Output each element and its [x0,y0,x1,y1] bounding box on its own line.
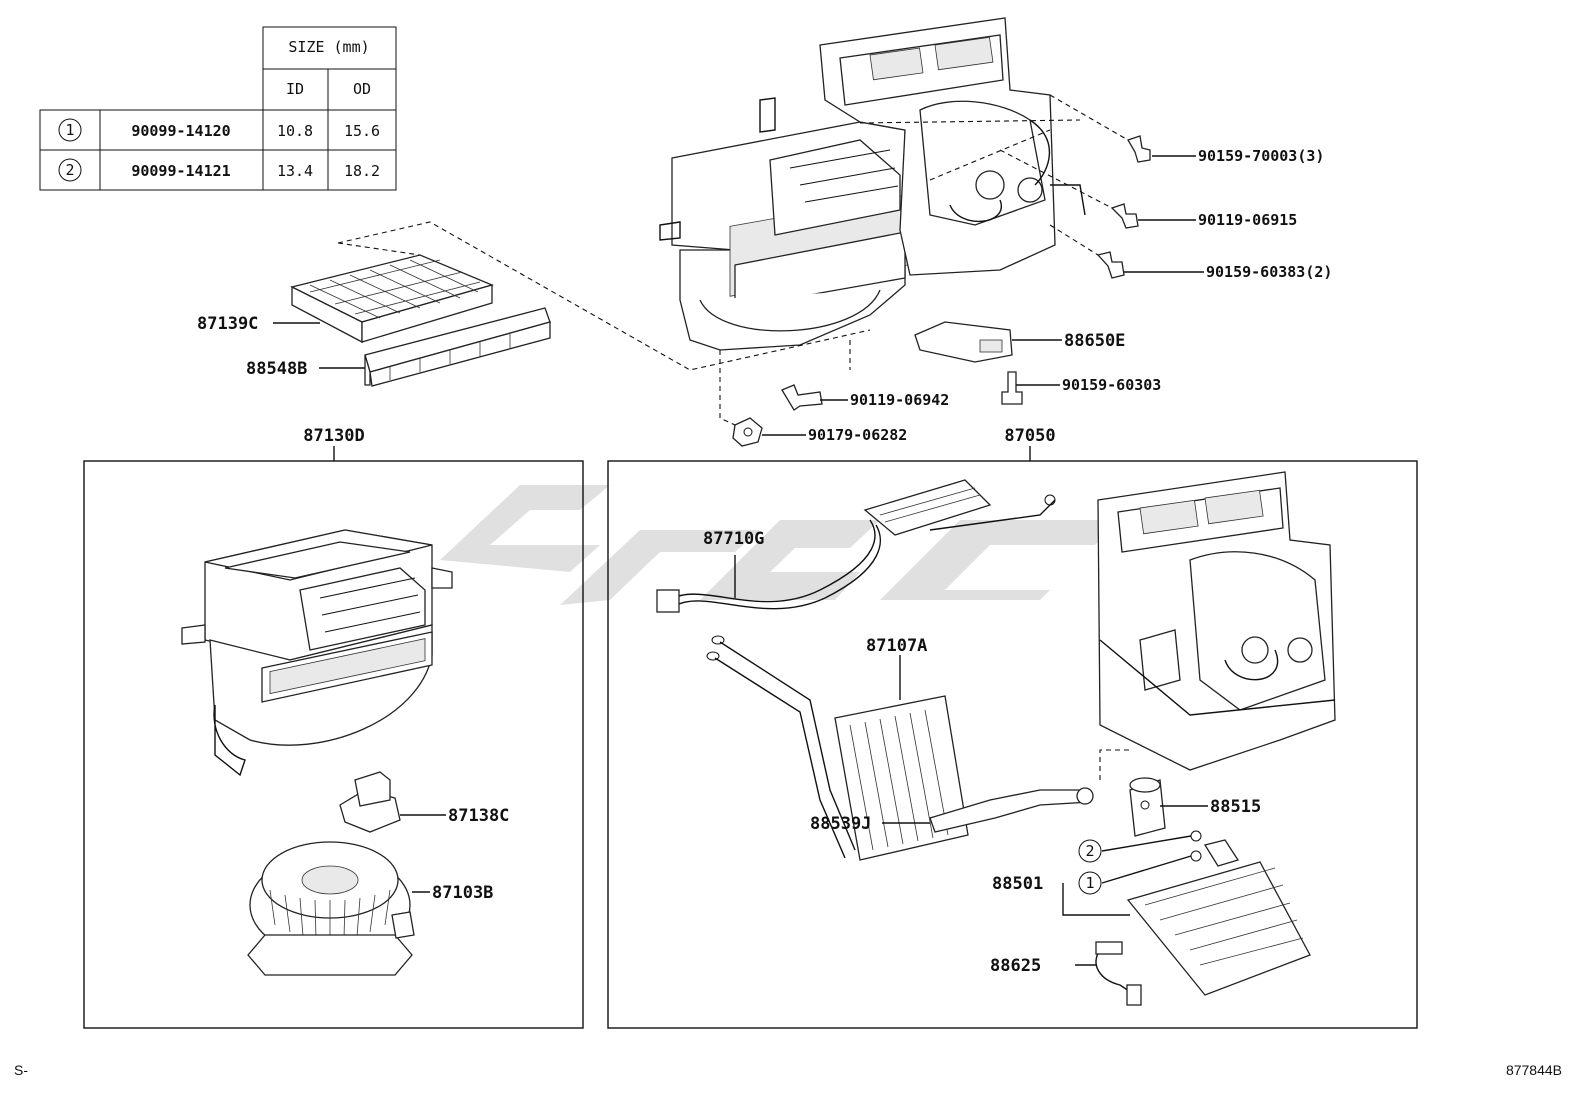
callout-87139C: 87139C [197,314,258,334]
callout-87138C: 87138C [448,806,509,826]
ref-circle-2 [58,158,82,182]
callout-labels: 90159-70003(3) 90119-06915 90159-60383(2… [197,147,1332,976]
table-row-id: 10.8 [277,122,313,140]
resistor-87138C [339,771,401,833]
group-box-87050 [607,460,1418,1029]
expansion-valve-88515 [1129,777,1166,837]
bolt-90159-70003 [1127,135,1151,163]
callout-90119-06915: 90119-06915 [1198,211,1297,229]
blower-case-87130D [181,529,453,777]
callout-87050: 87050 [1004,426,1055,446]
callout-90159-60383: 90159-60383(2) [1206,263,1332,281]
thermistor-88625 [1095,941,1142,1006]
corner-label-left: S- [14,1062,28,1078]
bolt-90119-06942 [781,384,823,411]
table-row-od: 18.2 [344,162,380,180]
hvac-unit-assembly [659,17,1086,351]
ref-label-1: 1 [1085,874,1094,892]
screw-90159-60303 [1001,371,1023,405]
size-table: SIZE (mm) ID OD 1 90099-14120 10.8 15.6 … [39,26,397,191]
callout-88650E: 88650E [1064,331,1125,351]
table-row-od: 15.6 [344,122,380,140]
blower-motor-87103B [247,841,415,976]
air-filter-87139C [290,254,494,344]
table-row-ref: 2 [65,161,74,179]
pipe-88539J [929,787,1094,833]
callout-87710G: 87710G [703,529,764,549]
watermark-logo [440,485,1120,605]
callout-88539J: 88539J [810,814,871,834]
table-row-part: 90099-14121 [131,162,230,180]
callout-90159-70003: 90159-70003(3) [1198,147,1324,165]
table-header-id: ID [286,80,304,98]
callout-88515: 88515 [1210,797,1261,817]
table-header-od: OD [353,80,371,98]
callout-90159-60303: 90159-60303 [1062,376,1161,394]
callout-88625: 88625 [990,956,1041,976]
illustration-number: 877844B [1506,1062,1562,1078]
ref-circle-1 [1078,871,1102,895]
callout-90179-06282: 90179-06282 [808,426,907,444]
callout-88501: 88501 [992,874,1043,894]
ref-circle-1 [58,118,82,142]
evaporator-88501 [1126,839,1311,996]
leader-lines [273,155,1208,966]
table-header-size: SIZE (mm) [288,38,369,56]
callout-87107A: 87107A [866,636,927,656]
o-ring-1 [1190,850,1202,862]
table-row-ref: 1 [65,121,74,139]
connector-88650E [914,321,1013,363]
bolt-90159-60383 [1096,251,1125,279]
bolt-90119-06915 [1110,203,1139,229]
callout-87130D: 87130D [303,426,364,446]
ref-label-2: 2 [1085,842,1094,860]
wire-harness-87710G [656,479,1056,613]
callout-88548B: 88548B [246,359,307,379]
filter-holder-88548B [364,307,551,387]
nut-90179-06282 [732,417,763,447]
table-row-part: 90099-14120 [131,122,230,140]
hvac-case-87050 [1097,471,1336,771]
table-row-id: 13.4 [277,162,313,180]
callout-90119-06942: 90119-06942 [850,391,949,409]
callout-87103B: 87103B [432,883,493,903]
ref-circle-2 [1078,839,1102,863]
o-ring-2 [1190,830,1202,842]
